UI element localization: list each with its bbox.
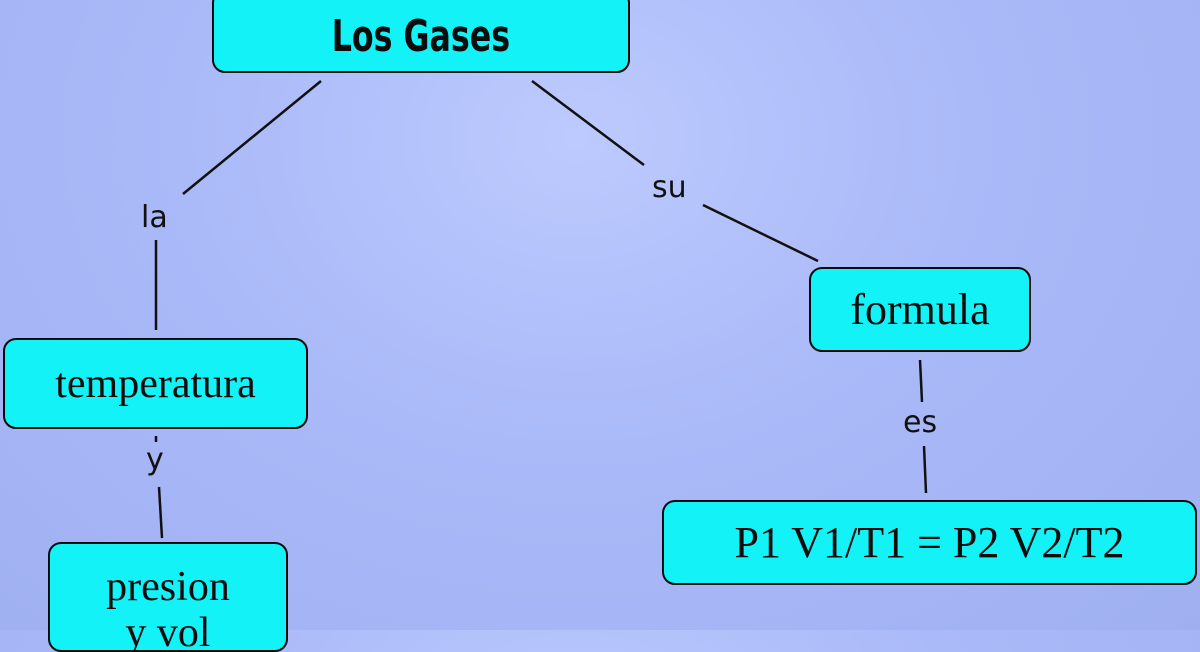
- node-presion: presion y vol: [48, 542, 288, 652]
- link-label-es: es: [903, 405, 938, 440]
- node-presion-label-continued: y vol: [125, 610, 211, 652]
- connector-root-la: [182, 80, 322, 195]
- link-label-su: su: [652, 170, 687, 205]
- node-formula-label: formula: [850, 285, 990, 334]
- connector-es-equation: [922, 445, 928, 494]
- link-label-y: y: [146, 442, 164, 477]
- concept-map: Los Gases la su formula temperatura es y…: [3, 0, 1197, 652]
- link-label-la: la: [141, 200, 168, 235]
- connector-su-formula: [702, 203, 819, 263]
- node-presion-label: presion: [106, 564, 230, 610]
- connector-lines: [154, 80, 928, 539]
- node-temperatura: temperatura: [3, 338, 308, 429]
- connector-y-presion: [157, 486, 164, 539]
- connector-formula-es: [918, 359, 924, 403]
- node-temperatura-label: temperatura: [55, 360, 256, 407]
- connector-root-su: [531, 80, 645, 166]
- node-formula: formula: [809, 267, 1031, 352]
- node-equation: P1 V1/T1 = P2 V2/T2: [662, 500, 1197, 585]
- node-los-gases: Los Gases: [212, 0, 630, 73]
- node-equation-label: P1 V1/T1 = P2 V2/T2: [734, 518, 1125, 567]
- node-los-gases-label: Los Gases: [331, 11, 511, 62]
